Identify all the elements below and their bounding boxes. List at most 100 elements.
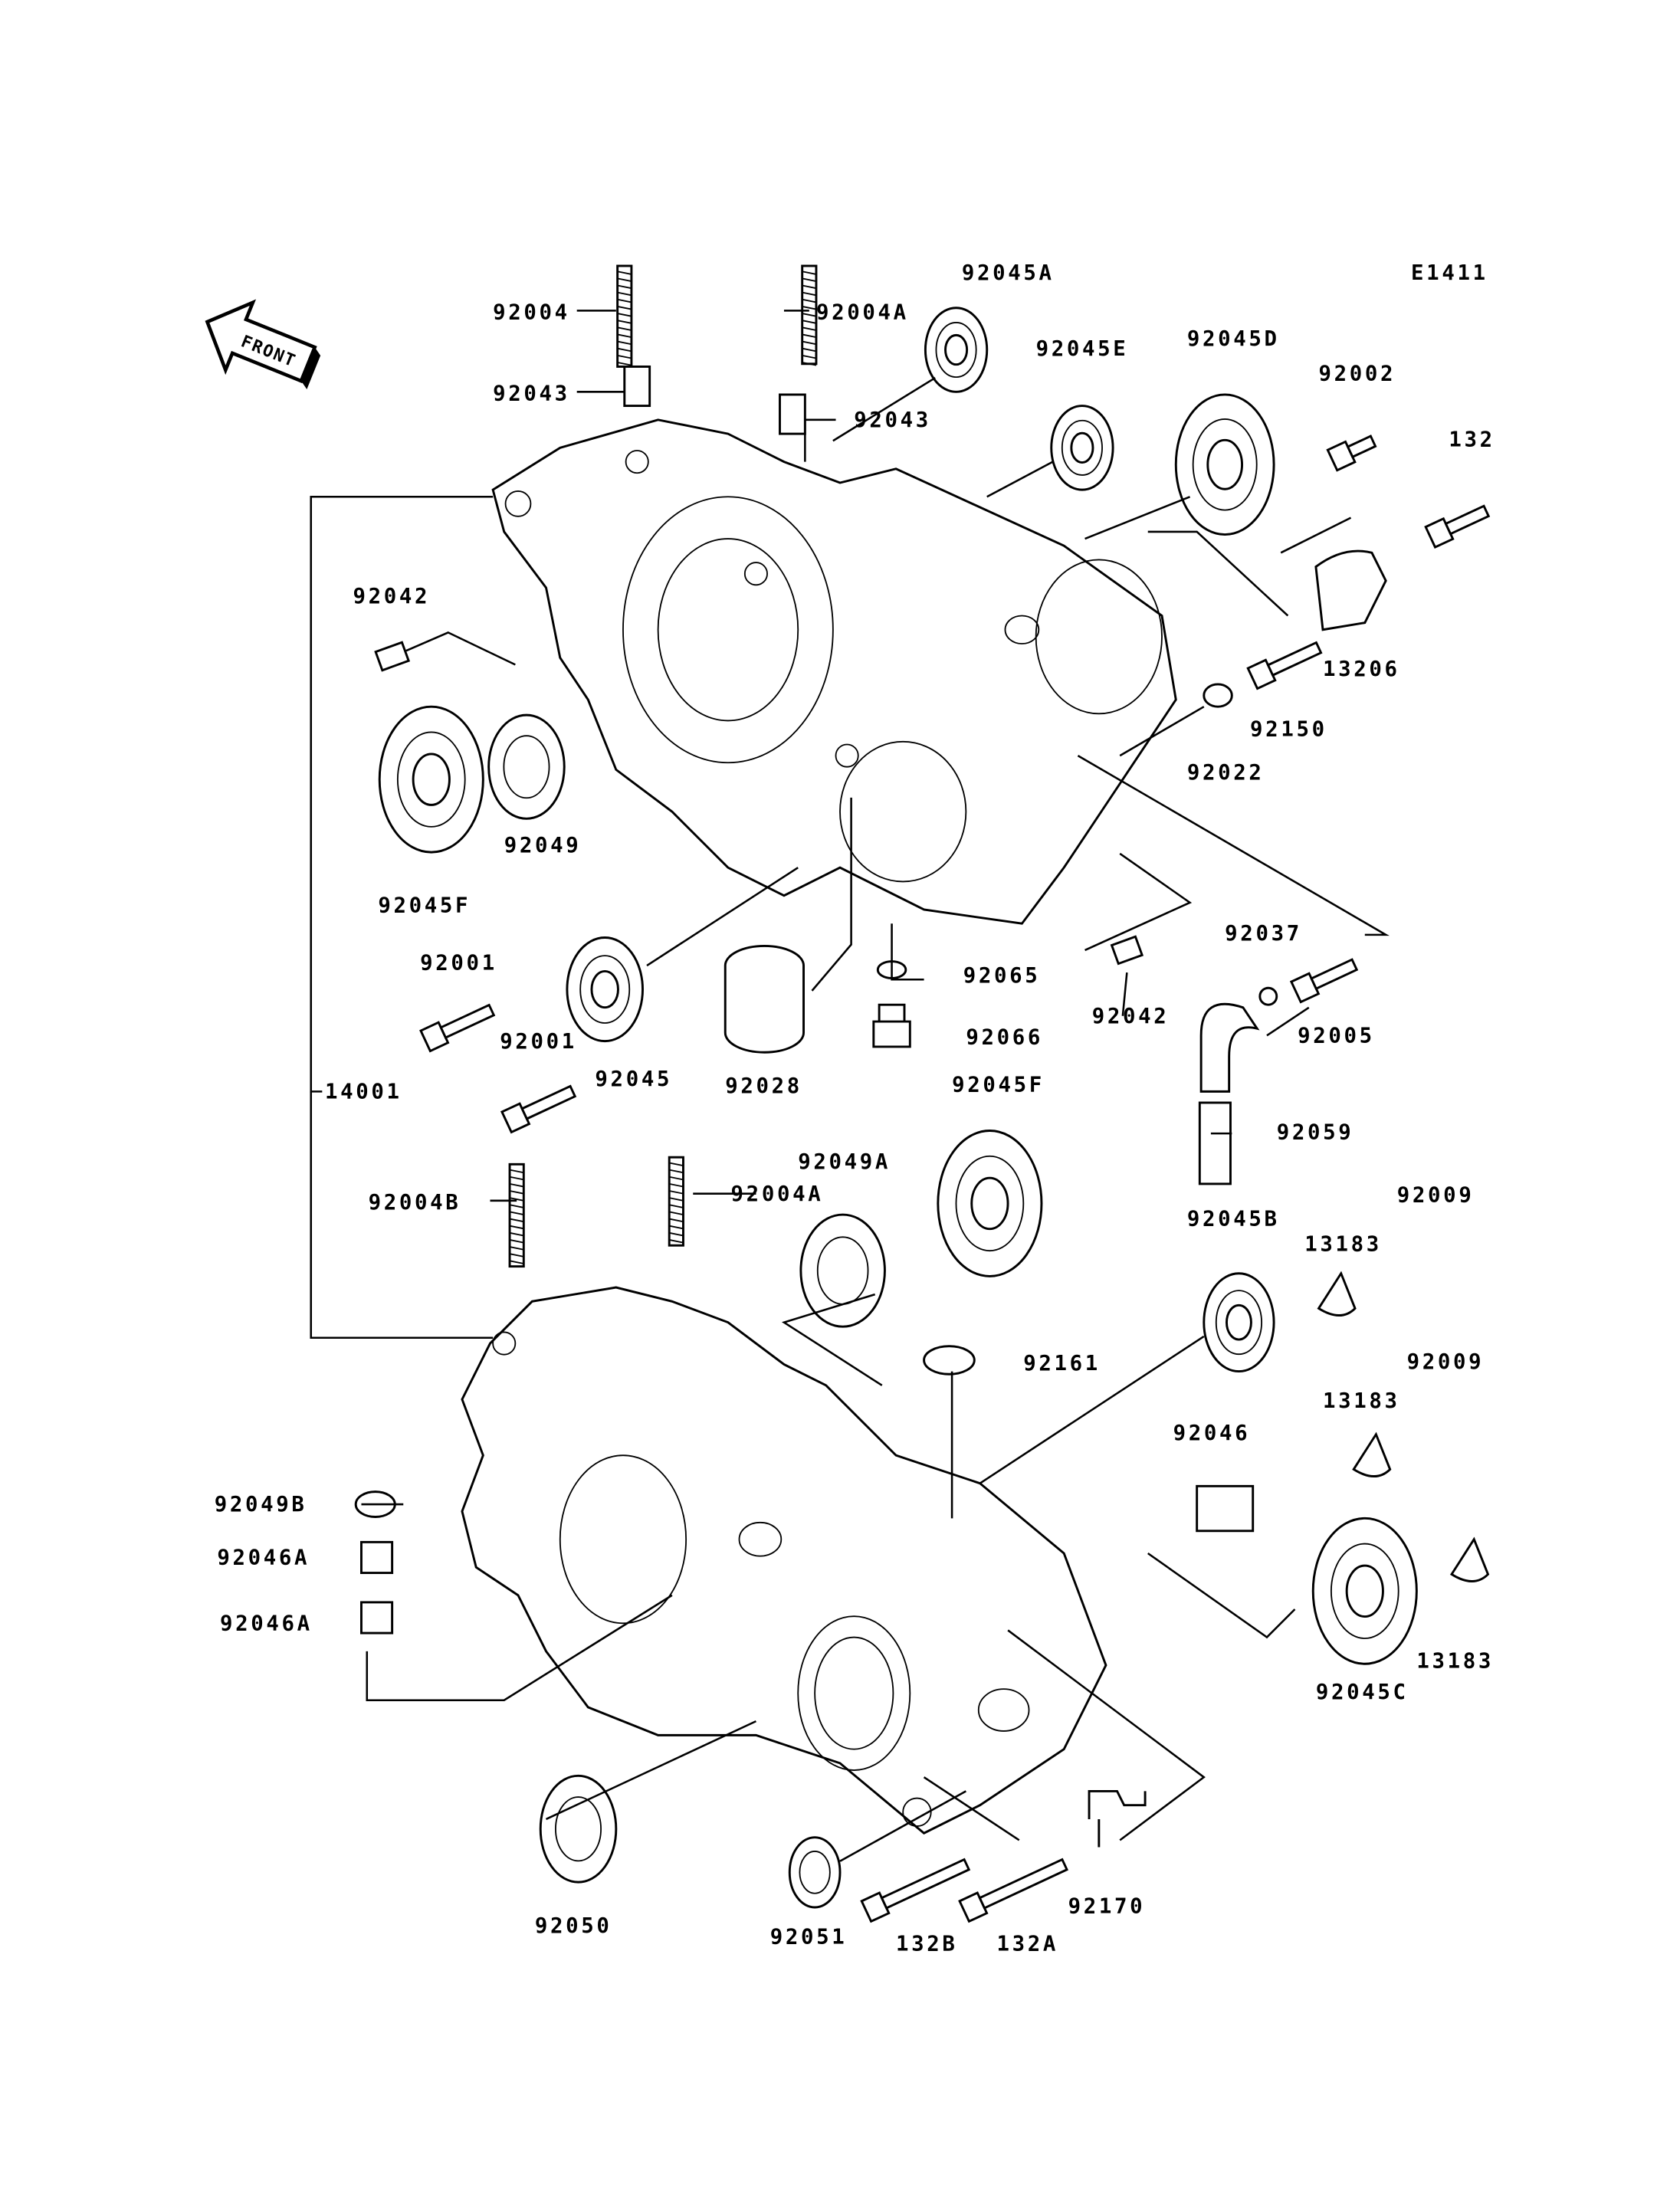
thread	[617, 354, 632, 359]
part-number-label-oil-seal: 92049A	[798, 1150, 891, 1174]
thread	[509, 1190, 524, 1195]
bolt-icon	[1246, 641, 1323, 690]
leader-line	[1077, 754, 1390, 936]
thread	[802, 347, 817, 353]
part-number-label-ball-bearing: 92045A	[962, 261, 1055, 285]
thread	[669, 1176, 684, 1181]
collar-icon	[724, 945, 805, 1054]
bolt-icon	[1326, 434, 1377, 472]
thread	[669, 1204, 684, 1208]
leader-line	[839, 1790, 966, 1862]
dowel-pin-icon	[779, 393, 806, 435]
thread	[802, 354, 817, 359]
part-number-label-needle-bearing: 92046	[1173, 1421, 1251, 1445]
thread	[509, 1225, 524, 1230]
part-number-label-ball-bearing: 92045	[595, 1067, 672, 1091]
thread	[802, 271, 817, 275]
bracket-icon	[1352, 1431, 1392, 1478]
thread	[802, 362, 817, 366]
front-arrow-icon: FRONT	[205, 299, 321, 389]
lower-crankcase	[461, 1286, 1107, 1835]
thread	[509, 1260, 524, 1264]
bolt-icon	[419, 1003, 496, 1053]
part-number-label-stud: 92004	[493, 300, 570, 324]
leader-line	[1266, 1006, 1310, 1037]
thread	[617, 347, 632, 353]
thread	[617, 313, 632, 317]
thread	[509, 1239, 524, 1244]
thread	[509, 1231, 524, 1237]
clamp-icon	[1088, 1789, 1147, 1848]
part-number-label-hose: 92059	[1277, 1120, 1354, 1144]
thread	[802, 340, 817, 346]
upper-crankcase	[491, 418, 1177, 925]
bearing-bore	[1226, 1303, 1252, 1341]
seal-lip	[799, 1851, 831, 1894]
part-number-label-clamp: 92170	[1068, 1894, 1146, 1918]
thread	[802, 306, 817, 310]
bearing-race	[579, 955, 631, 1024]
bearing-race	[1061, 419, 1103, 476]
bearing-race	[1330, 1543, 1399, 1639]
thread	[802, 291, 817, 297]
part-number-label-ball-bearing: 92045F	[378, 894, 471, 918]
washer-icon	[1203, 683, 1233, 708]
bearing-bore	[1345, 1564, 1384, 1618]
thread	[802, 298, 817, 303]
bracket-icon	[1449, 1536, 1490, 1582]
leader-line	[781, 1293, 883, 1386]
part-number-label-ball-bearing: 92045F	[952, 1073, 1045, 1097]
bearing-race	[955, 1155, 1025, 1252]
dowel-pin-icon	[623, 365, 651, 408]
part-number-label-screw: 92009	[1407, 1350, 1485, 1374]
part-number-label-collar: 92028	[725, 1074, 802, 1098]
part-number-label-bolt: 92001	[500, 1030, 577, 1054]
oil-seal-icon	[799, 1213, 886, 1328]
leader-line	[1147, 1552, 1296, 1639]
part-number-label-dowel-pin: 92042	[353, 585, 431, 608]
part-number-label-washer: 92022	[1187, 761, 1265, 785]
thread	[669, 1162, 684, 1167]
thread	[617, 277, 632, 282]
part-number-label-dowel-pin: 92043	[854, 408, 931, 432]
hose-icon	[1199, 1002, 1260, 1093]
bolt-icon	[1289, 958, 1359, 1004]
diagram-code: E1411	[1411, 261, 1488, 285]
part-number-label-screw: 92002	[1319, 362, 1396, 386]
bearing-race	[1192, 418, 1258, 511]
part-number-label-stud: 92004A	[816, 300, 909, 324]
bracket-icon	[1314, 549, 1387, 631]
leader-line	[1084, 852, 1193, 952]
bearing-race	[1215, 1290, 1263, 1356]
thread	[802, 284, 817, 290]
part-number-label-oil-seal: 92051	[770, 1925, 848, 1949]
bearing-bore	[590, 969, 619, 1009]
part-number-label-needle-bearing: 92046A	[217, 1546, 310, 1570]
leader-line	[1121, 972, 1128, 1016]
thread	[802, 326, 817, 331]
part-number-label-fitting: 92150	[1250, 718, 1327, 742]
leader-line	[1119, 706, 1205, 757]
leader-line	[1280, 516, 1352, 554]
thread	[617, 271, 632, 275]
needle-bearing-icon	[360, 1601, 394, 1635]
part-number-label-bracket: 13183	[1416, 1650, 1494, 1674]
part-number-label-needle-bearing: 92046A	[220, 1612, 313, 1635]
seal-lip	[503, 735, 550, 799]
part-number-label-fitting: 92005	[1298, 1024, 1375, 1048]
bolt-icon	[860, 1858, 971, 1923]
leader-line	[804, 418, 836, 462]
thread	[669, 1218, 684, 1223]
thread	[509, 1204, 524, 1208]
part-number-label-bolt: 132A	[997, 1933, 1059, 1956]
leader-line	[832, 376, 936, 442]
part-number-label-stud: 92004B	[369, 1191, 461, 1215]
leader-line	[646, 867, 799, 967]
part-number-label-screw: 92009	[1397, 1184, 1475, 1208]
thread	[509, 1218, 524, 1223]
part-number-label-stud: 92004A	[731, 1182, 824, 1206]
thread	[509, 1197, 524, 1202]
bearing-bore	[1070, 431, 1094, 464]
thread	[802, 320, 817, 324]
